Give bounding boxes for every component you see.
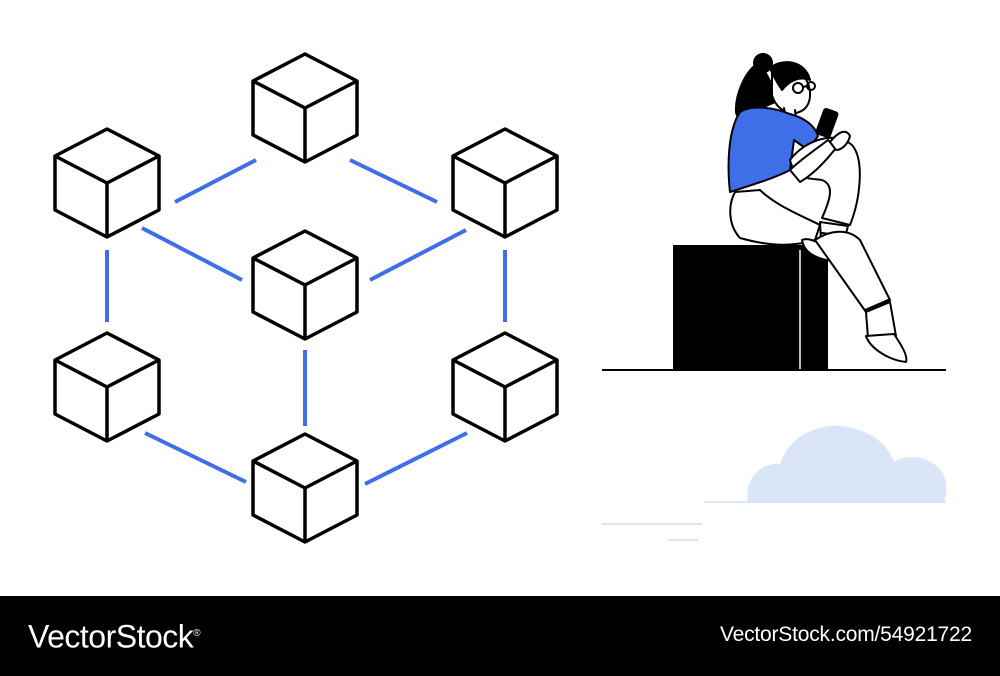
connector-line — [144, 431, 247, 484]
connector-line — [174, 158, 257, 204]
stock-id-label: VectorStock.com/54921722 — [719, 623, 972, 646]
connector-line — [369, 228, 467, 282]
registered-mark: ® — [193, 628, 201, 639]
cube-icon — [251, 432, 359, 544]
cube-icon — [251, 229, 359, 341]
network-connectors — [105, 158, 507, 486]
block-cubes — [53, 52, 559, 544]
connector-line — [349, 158, 438, 204]
cube-icon — [251, 52, 359, 164]
woman-figure — [727, 53, 908, 363]
box-seat — [673, 245, 828, 369]
brand-name: VectorStock — [28, 618, 194, 655]
brand-logo: VectorStock® — [28, 614, 201, 657]
cube-icon — [451, 127, 559, 239]
connector-line — [141, 226, 243, 282]
cube-icon — [451, 331, 559, 443]
cloud-icon — [747, 425, 947, 502]
cube-icon — [53, 127, 161, 239]
watermark-bar: VectorStock® VectorStock.com/54921722 — [0, 596, 1000, 676]
blockchain-illustration — [53, 52, 947, 544]
connector-line — [364, 431, 468, 486]
cube-icon — [53, 331, 161, 443]
